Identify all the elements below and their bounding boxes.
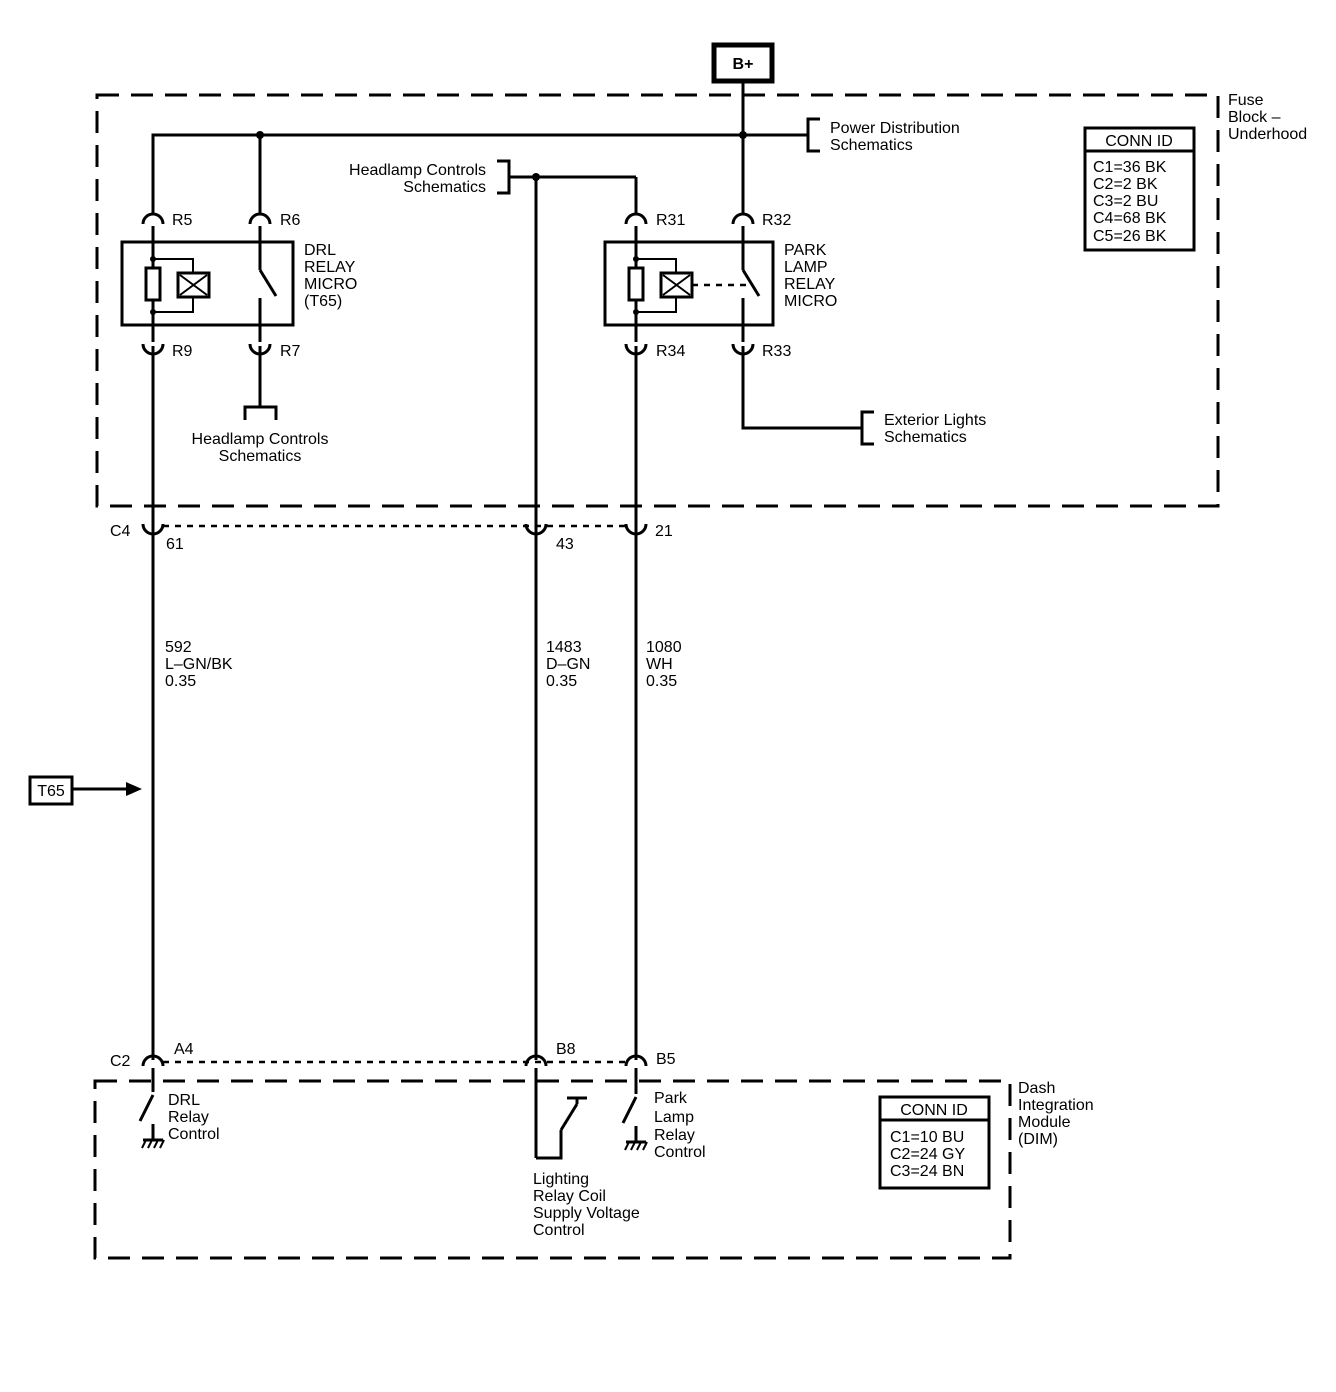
pin-label: R31 [656,212,685,229]
lighting-control-label: Relay Coil [533,1188,606,1205]
drl-relay-control-switch: DRL Relay Control [138,1092,220,1149]
connector-c4-label: C4 [110,523,131,540]
drl-control-label: DRL [168,1092,200,1109]
fuse-block-conn-id-table: CONN ID C1=36 BK C2=2 BK C3=2 BU C4=68 B… [1083,126,1196,252]
power-bus: Power Distribution Schematics [151,81,960,215]
connector-c2-pin: B8 [556,1041,576,1058]
dim-conn-id-table: CONN ID C1=10 BU C2=24 GY C3=24 BN [878,1095,991,1190]
wire-gauge: 0.35 [165,673,196,690]
park-lamp-relay: PARK LAMP RELAY MICRO [603,226,837,342]
wire-gauge: 0.35 [546,673,577,690]
dim-name-3: Module [1018,1114,1071,1131]
park-control-label: Relay [654,1127,695,1144]
exterior-ref-1: Exterior Lights [884,412,986,429]
dim-boundary [93,1079,1012,1260]
circuit-wires [151,177,638,1158]
fuse-block-boundary [95,93,1220,508]
exterior-ref-2: Schematics [884,429,967,446]
conn-id-title: CONN ID [900,1102,968,1119]
park-relay-name-4: MICRO [784,293,837,310]
drl-control-label: Relay [168,1109,209,1126]
conn-id-row: C1=10 BU [890,1129,964,1146]
headlamp-ref-top-1: Headlamp Controls [349,162,486,179]
power-distribution-ref-1: Power Distribution [830,120,960,137]
connector-c2-label: C2 [110,1053,131,1070]
park-relay-name-2: LAMP [784,259,828,276]
lighting-control-label: Lighting [533,1171,589,1188]
pin-label: R34 [656,343,685,360]
park-relay-name-3: RELAY [784,276,836,293]
power-distribution-ref-2: Schematics [830,137,913,154]
conn-id-row: C2=24 GY [890,1146,965,1163]
drl-relay-name-1: DRL [304,242,336,259]
wire-color: L–GN/BK [165,656,233,673]
pin-label: R9 [172,343,193,360]
battery-positive-terminal: B+ [711,42,775,84]
pin-label: R33 [762,343,791,360]
headlamp-controls-bottom-ref: Headlamp Controls Schematics [192,346,329,465]
conn-id-title: CONN ID [1105,133,1173,150]
lighting-control-label: Supply Voltage [533,1205,640,1222]
battery-positive-label: B+ [733,56,754,73]
wire-circuit: 1080 [646,639,682,656]
park-control-label: Control [654,1144,706,1161]
dim-name-1: Dash [1018,1080,1055,1097]
exterior-lights-ref: Exterior Lights Schematics [741,346,986,446]
pin-label: R6 [280,212,301,229]
connector-c4-pin: 43 [556,536,574,553]
headlamp-ref-bottom-1: Headlamp Controls [192,431,329,448]
park-control-label: Park [654,1090,688,1107]
fuse-block-name-3: Underhood [1228,126,1307,143]
fuse-block-name-2: Block – [1228,109,1281,126]
park-relay-control-switch: Park Lamp Relay Control [621,1090,706,1161]
drl-relay-name-2: RELAY [304,259,356,276]
headlamp-controls-top-feed: Headlamp Controls Schematics [349,159,638,215]
connector-c2-pin: B5 [656,1051,676,1068]
connector-c4-pin: 21 [655,523,673,540]
connector-c2: C2 A4 B8 B5 [110,1041,676,1070]
dim-name-2: Integration [1018,1097,1094,1114]
lighting-control-label: Control [533,1222,585,1239]
headlamp-ref-bottom-2: Schematics [219,448,302,465]
t65-label: T65 [37,783,65,800]
connector-c2-pin: A4 [174,1041,194,1058]
pin-label: R5 [172,212,193,229]
pin-label: R32 [762,212,791,229]
wire-gauge: 0.35 [646,673,677,690]
conn-id-row: C4=68 BK [1093,210,1167,227]
wire-circuit: 592 [165,639,192,656]
arrow-icon [126,782,142,796]
conn-id-row: C5=26 BK [1093,228,1167,245]
drl-relay: DRL RELAY MICRO (T65) [120,226,357,342]
wire-color: D–GN [546,656,590,673]
connector-c4: C4 61 43 21 [110,523,673,553]
conn-id-row: C2=2 BK [1093,176,1158,193]
wire-labels: 592 L–GN/BK 0.35 1483 D–GN 0.35 1080 WH … [165,639,682,690]
dim-name-4: (DIM) [1018,1131,1058,1148]
conn-id-row: C3=24 BN [890,1163,964,1180]
lighting-relay-supply-switch: Lighting Relay Coil Supply Voltage Contr… [533,1096,640,1239]
wire-circuit: 1483 [546,639,582,656]
park-control-label: Lamp [654,1109,694,1126]
t65-reference: T65 [28,775,142,806]
headlamp-ref-top-2: Schematics [403,179,486,196]
fuse-block-name-1: Fuse [1228,92,1264,109]
drl-relay-name-3: MICRO [304,276,357,293]
drl-relay-name-4: (T65) [304,293,342,310]
connector-c4-pin: 61 [166,536,184,553]
pin-label: R7 [280,343,301,360]
wire-color: WH [646,656,673,673]
drl-control-label: Control [168,1126,220,1143]
conn-id-row: C3=2 BU [1093,193,1158,210]
park-relay-name-1: PARK [784,242,827,259]
conn-id-row: C1=36 BK [1093,159,1167,176]
